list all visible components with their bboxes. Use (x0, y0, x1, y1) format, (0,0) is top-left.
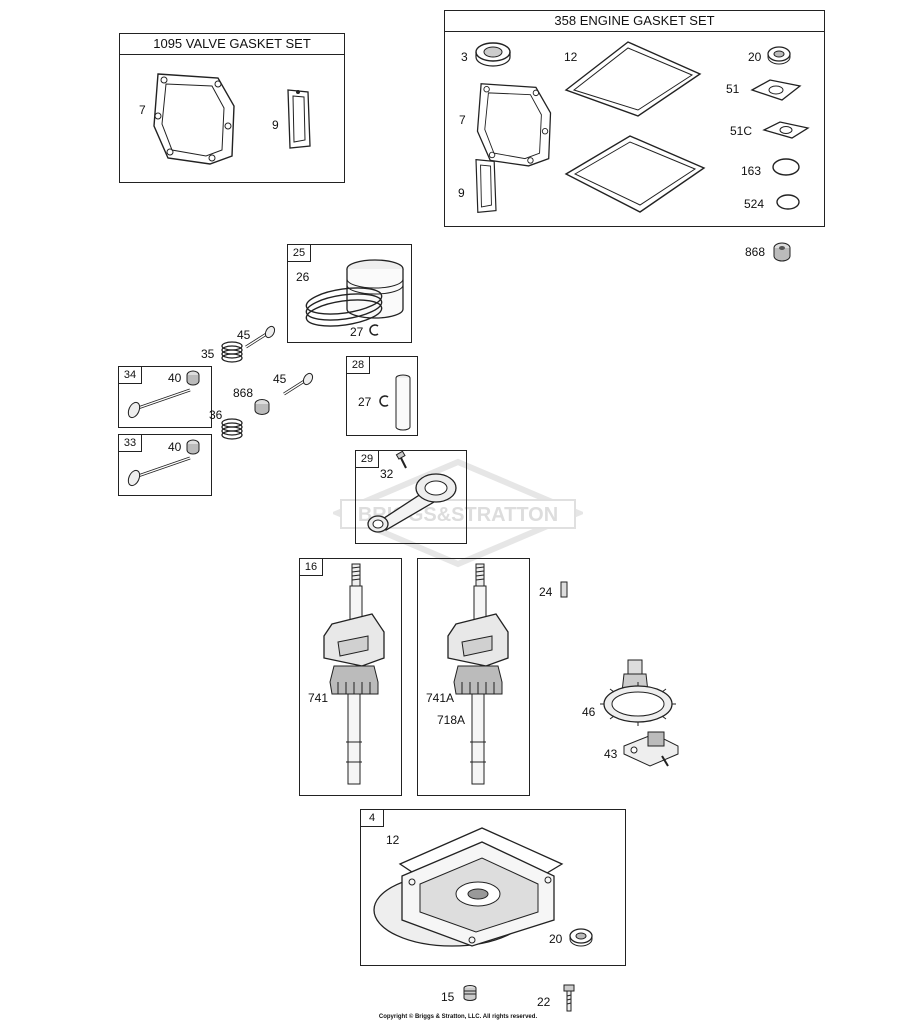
crankcase-box: 4 (360, 809, 626, 966)
label-3-oil-seal: 3 (461, 50, 468, 64)
label-32-screw: 32 (380, 467, 394, 481)
label-868-seal-b: 868 (233, 386, 254, 400)
oil-seal-icon (475, 42, 511, 67)
crankcase-gasket-icon (564, 135, 706, 213)
label-15-plug: 15 (441, 990, 455, 1004)
label-26-rings: 26 (296, 270, 310, 284)
label-7-head-gasket-2: 7 (459, 113, 466, 127)
tag-16: 16 (300, 559, 323, 576)
label-20-seal-b: 20 (549, 932, 563, 946)
intake-valve-icon (127, 456, 191, 487)
crankshaft-icon (323, 563, 385, 785)
screw-32-icon (395, 450, 407, 469)
piston-assembly-box: 25 (287, 244, 412, 343)
rocker-gasket-2-icon (475, 158, 497, 214)
key-24-icon (560, 581, 568, 598)
plug-15-icon (463, 985, 477, 1001)
valve-seal-868b-icon (254, 399, 270, 415)
gasket-51-icon (750, 79, 802, 101)
clip-27-icon (369, 324, 379, 336)
spring-35-icon (221, 341, 243, 363)
exhaust-valve-icon (127, 388, 191, 419)
label-45-valve-a: 45 (237, 328, 251, 342)
tag-28: 28 (347, 357, 370, 374)
engine-gasket-set-box: 358 ENGINE GASKET SET (444, 10, 825, 227)
label-741a-gear: 741A (426, 691, 455, 705)
valve-seal-868-icon (773, 242, 791, 262)
label-7-head-gasket: 7 (139, 103, 146, 117)
valve-seal-40b-icon (186, 439, 200, 455)
seal-20b-icon (569, 928, 593, 947)
piston-pin-icon (395, 374, 411, 431)
label-24-key: 24 (539, 585, 553, 599)
spring-36-icon (221, 418, 243, 440)
label-45-valve-b: 45 (273, 372, 287, 386)
valve-seal-40a-icon (186, 370, 200, 386)
piston-pin-box: 28 (346, 356, 418, 436)
tag-33: 33 (119, 435, 142, 452)
valve-gasket-set-box: 1095 VALVE GASKET SET (119, 33, 345, 183)
head-gasket-icon (153, 73, 235, 165)
engine-gasket-set-title: 358 ENGINE GASKET SET (445, 11, 824, 32)
label-40-seal-b: 40 (168, 440, 182, 454)
head-gasket-2-icon (476, 83, 552, 167)
label-22-screw: 22 (537, 995, 551, 1009)
piston-icon (305, 259, 404, 327)
label-12-sump-gasket: 12 (564, 50, 578, 64)
tag-4: 4 (361, 810, 384, 827)
label-46-camshaft: 46 (582, 705, 596, 719)
label-12-crankcase-gasket: 12 (386, 833, 400, 847)
connecting-rod-box: 29 (355, 450, 467, 544)
clip-27b-icon (379, 395, 389, 407)
label-36-spring: 36 (209, 408, 223, 422)
label-27-clip: 27 (350, 325, 364, 339)
valve-45b-icon (283, 372, 314, 396)
valve-gasket-set-title: 1095 VALVE GASKET SET (120, 34, 344, 55)
label-9-gasket: 9 (272, 118, 279, 132)
label-741-gear: 741 (308, 691, 329, 705)
label-524-o-ring: 524 (744, 197, 765, 211)
crankshaft-box-16: 16 (299, 558, 402, 796)
exhaust-valve-box: 34 (118, 366, 212, 428)
label-51-gasket: 51 (726, 82, 740, 96)
seal-20-icon (767, 46, 791, 65)
gasket-51c-icon (762, 121, 810, 139)
brand-watermark: BRIGGS&STRATTON (333, 458, 583, 568)
crankshaft-alt-icon (447, 563, 509, 785)
rocker-gasket-icon (287, 89, 311, 149)
valve-45-icon (245, 325, 276, 349)
copyright-notice: Copyright © Briggs & Stratton, LLC. All … (378, 1014, 538, 1020)
o-ring-524-icon (776, 194, 800, 210)
crankshaft-box-alt (417, 558, 530, 796)
camshaft-icon (600, 659, 676, 726)
governor-icon (623, 731, 679, 767)
label-163-o-ring: 163 (741, 164, 762, 178)
tag-25: 25 (288, 245, 311, 262)
intake-valve-box: 33 (118, 434, 212, 496)
label-40-seal-a: 40 (168, 371, 182, 385)
connecting-rod-icon (367, 473, 457, 533)
label-868-valve-seal: 868 (745, 245, 766, 259)
crankcase-icon (373, 827, 564, 947)
sump-gasket-icon (564, 41, 702, 117)
label-20-seal: 20 (748, 50, 762, 64)
label-718a-pin: 718A (437, 713, 466, 727)
screw-22-icon (563, 984, 575, 1012)
tag-29: 29 (356, 451, 379, 468)
label-35-spring: 35 (201, 347, 215, 361)
label-51c-gasket: 51C (730, 124, 753, 138)
tag-34: 34 (119, 367, 142, 384)
label-27-clip-b: 27 (358, 395, 372, 409)
label-43-governor: 43 (604, 747, 618, 761)
o-ring-163-icon (772, 158, 800, 176)
label-9-gasket-2: 9 (458, 186, 465, 200)
